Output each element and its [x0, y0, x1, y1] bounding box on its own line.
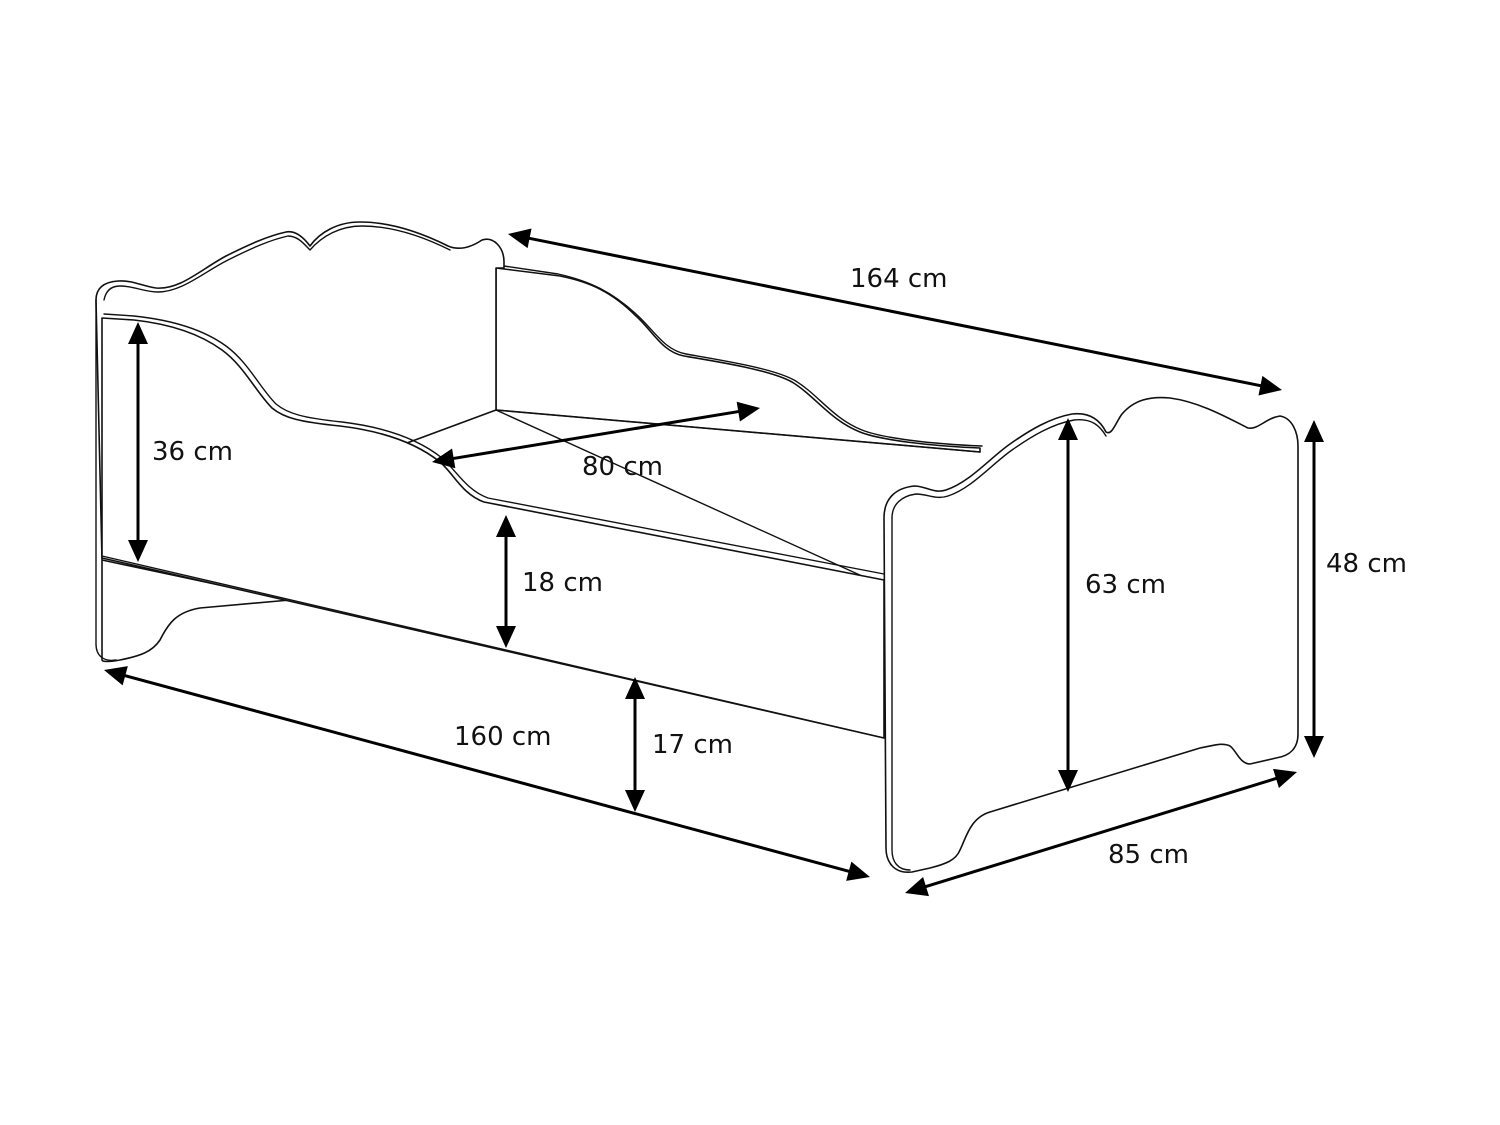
- arrowhead-icon: [1304, 736, 1324, 758]
- arrowhead-icon: [508, 228, 532, 249]
- dimension-floor-clearance: [625, 677, 645, 812]
- label-mattress-length: 160 cm: [454, 722, 552, 752]
- label-side-rail-height: 18 cm: [522, 568, 603, 598]
- arrowhead-icon: [625, 677, 645, 699]
- dimension-headboard-inner-height: [128, 322, 148, 562]
- label-footboard-height: 63 cm: [1085, 570, 1166, 600]
- dimension-side-height: [1304, 420, 1324, 758]
- back-side-rail: [495, 265, 983, 453]
- arrowhead-icon: [736, 401, 760, 422]
- arrowhead-icon: [432, 448, 456, 469]
- label-headboard-inner-height: 36 cm: [152, 437, 233, 467]
- arrowhead-icon: [1058, 418, 1078, 440]
- label-side-height: 48 cm: [1326, 549, 1407, 579]
- dimension-side-rail-height: [496, 515, 516, 648]
- footboard: [883, 396, 1299, 873]
- label-overall-length: 164 cm: [850, 264, 948, 294]
- dimension-line: [921, 775, 1281, 890]
- dimension-line: [449, 409, 743, 461]
- dimension-arrows: [104, 228, 1324, 897]
- arrowhead-icon: [1258, 375, 1282, 396]
- front-side-rail: [101, 313, 885, 739]
- arrowhead-icon: [128, 322, 148, 344]
- dimension-line: [525, 236, 1265, 388]
- label-overall-width: 85 cm: [1108, 840, 1189, 870]
- arrowhead-icon: [1273, 768, 1297, 789]
- dimension-overall-width: [905, 768, 1297, 897]
- arrowhead-icon: [128, 540, 148, 562]
- arrowhead-icon: [496, 626, 516, 648]
- label-floor-clearance: 17 cm: [652, 730, 733, 760]
- arrowhead-icon: [1058, 770, 1078, 792]
- dimension-mattress-length: [104, 666, 870, 881]
- dimension-footboard-height: [1058, 418, 1078, 792]
- arrowhead-icon: [625, 790, 645, 812]
- label-sleeping-width: 80 cm: [582, 452, 663, 482]
- arrowhead-icon: [905, 876, 929, 897]
- arrowhead-icon: [1304, 420, 1324, 442]
- arrowhead-icon: [846, 861, 870, 881]
- dimension-line: [120, 673, 854, 874]
- dimension-overall-length: [508, 228, 1282, 396]
- arrowhead-icon: [496, 515, 516, 537]
- dimension-sleeping-width: [432, 401, 760, 469]
- arrowhead-icon: [104, 666, 128, 686]
